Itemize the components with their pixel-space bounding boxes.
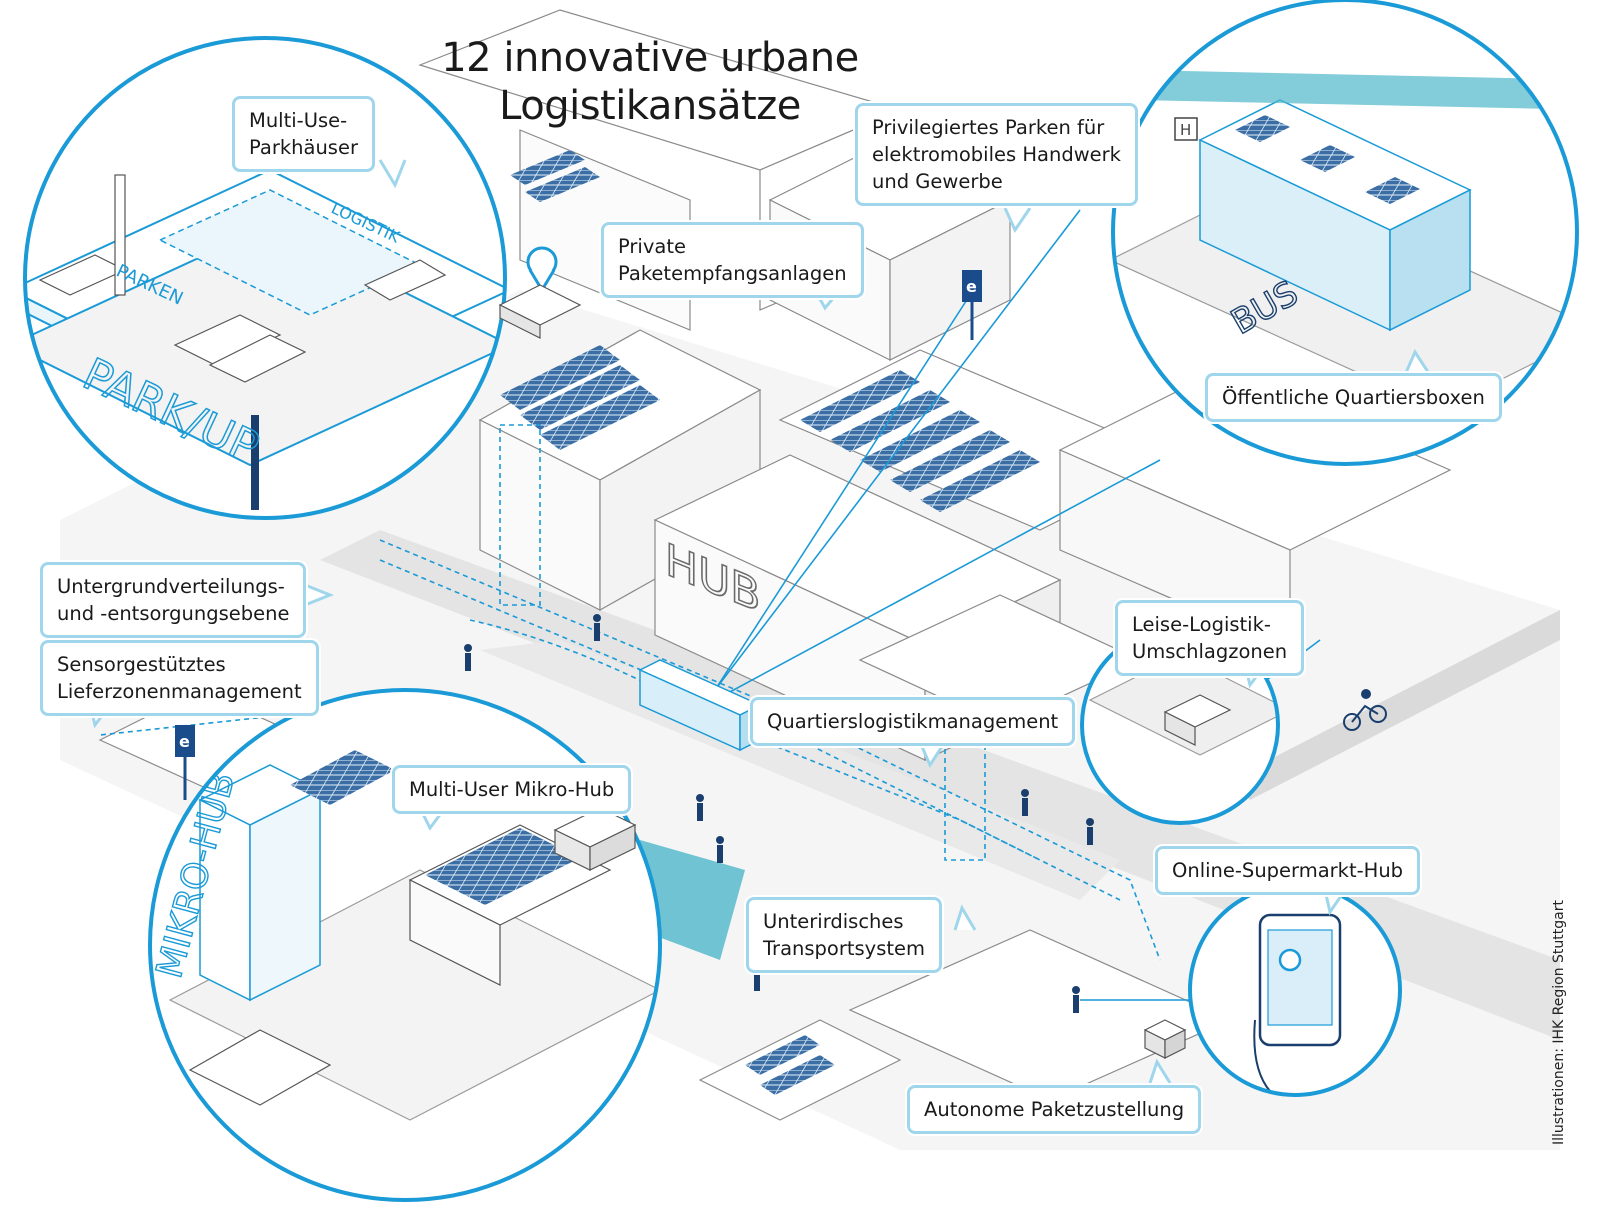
- label-multi-user-mikrohub: Multi-User Mikro-Hub: [392, 765, 632, 814]
- zoom-circle-online-supermarkt: [1188, 883, 1402, 1097]
- bus-stop-sign: H: [1180, 121, 1191, 139]
- label-unterirdisches-transport: Unterirdisches Transportsystem: [746, 897, 942, 973]
- title-line-2: Logistikansätze: [499, 83, 801, 129]
- delivery-van: [553, 807, 637, 871]
- diagram-title: 12 innovative urbane Logistikansätze: [440, 34, 860, 130]
- svg-text:e: e: [966, 277, 977, 296]
- label-online-supermarkt: Online-Supermarkt-Hub: [1155, 846, 1421, 895]
- label-sensorgestuetzt: Sensorgestütztes Lieferzonenmanagement: [40, 640, 319, 716]
- svg-text:e: e: [179, 732, 190, 751]
- illustration-credit: Illustrationen: IHK Region Stuttgart: [1551, 900, 1567, 1145]
- label-private-paketempfang: Private Paketempfangsanlagen: [601, 222, 864, 298]
- label-privilegiertes-parken: Privilegiertes Parken für elektromobiles…: [855, 103, 1138, 206]
- title-line-1: 12 innovative urbane: [441, 35, 859, 81]
- label-leise-logistik: Leise-Logistik- Umschlagzonen: [1115, 600, 1305, 676]
- location-pin-icon: [498, 246, 582, 339]
- zoom-circle-quartiersboxen: H BUS: [1111, 0, 1579, 466]
- autonomous-delivery-robot: [1143, 1019, 1187, 1059]
- label-quartierslogistik: Quartierslogistikmanagement: [750, 697, 1076, 746]
- zoom-circle-mikrohub: MIKRO-HUB: [148, 688, 662, 1202]
- e-charging-sign-bottom: e: [175, 725, 195, 800]
- zoom-circle-parkhaus: PARKEN LOGISTIK PARK/UP: [23, 36, 507, 520]
- cyclist-figure: [1343, 689, 1387, 731]
- e-charging-sign-top: e: [962, 270, 982, 340]
- solar-panels: [500, 150, 1040, 1095]
- label-multi-use-parkhaeuser: Multi-Use- Parkhäuser: [232, 96, 375, 172]
- label-untergrundverteilung: Untergrundverteilungs- und -entsorgungse…: [40, 562, 307, 638]
- label-autonome-paket: Autonome Paketzustellung: [907, 1085, 1202, 1134]
- label-oeffentliche-quartiersboxen: Öffentliche Quartiersboxen: [1205, 373, 1502, 422]
- pedestrian-figures: [464, 614, 1094, 1013]
